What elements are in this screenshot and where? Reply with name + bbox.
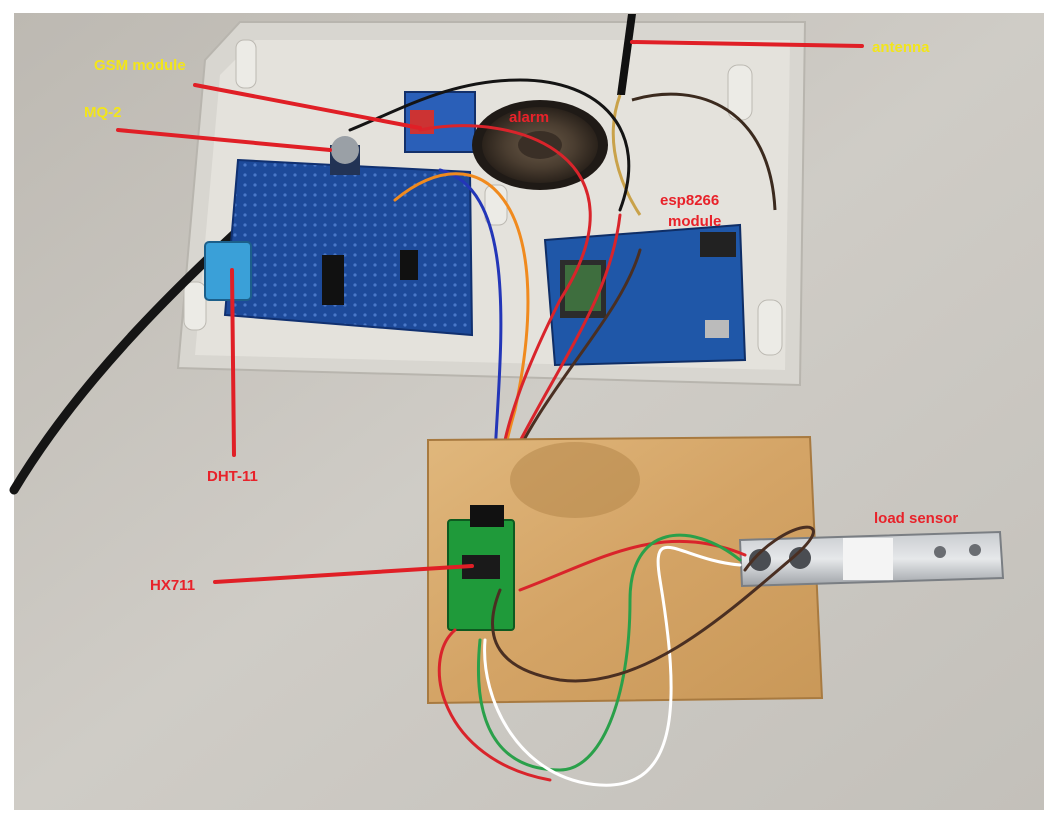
- antenna-wire: [611, 94, 642, 216]
- label-mq2: MQ-2: [84, 104, 122, 121]
- label-esp8266-line1: esp8266: [660, 192, 719, 209]
- pointer-dht11: [230, 268, 236, 457]
- pointer-gsm: [193, 83, 422, 130]
- antenna-stub: [617, 14, 636, 95]
- pointer-hx711: [213, 564, 474, 584]
- hx711-board: [447, 505, 515, 631]
- annotation-pointers: [116, 40, 864, 584]
- load-cell-wires: [437, 525, 815, 787]
- pointer-antenna: [630, 40, 864, 48]
- dht11-sensor: [204, 241, 252, 301]
- label-alarm: alarm: [509, 109, 549, 126]
- jumper-wires: [348, 78, 642, 492]
- label-esp8266-line2: module: [668, 213, 721, 230]
- label-antenna: antenna: [872, 39, 930, 56]
- label-load-sensor: load sensor: [874, 510, 958, 527]
- antenna-cable: [631, 92, 777, 211]
- pointer-mq2: [116, 128, 332, 152]
- label-gsm-module: GSM module: [94, 57, 186, 74]
- label-hx711: HX711: [150, 577, 195, 594]
- label-dht11: DHT-11: [207, 468, 258, 485]
- load-cell: [738, 530, 1005, 588]
- wood-knot: [510, 442, 640, 518]
